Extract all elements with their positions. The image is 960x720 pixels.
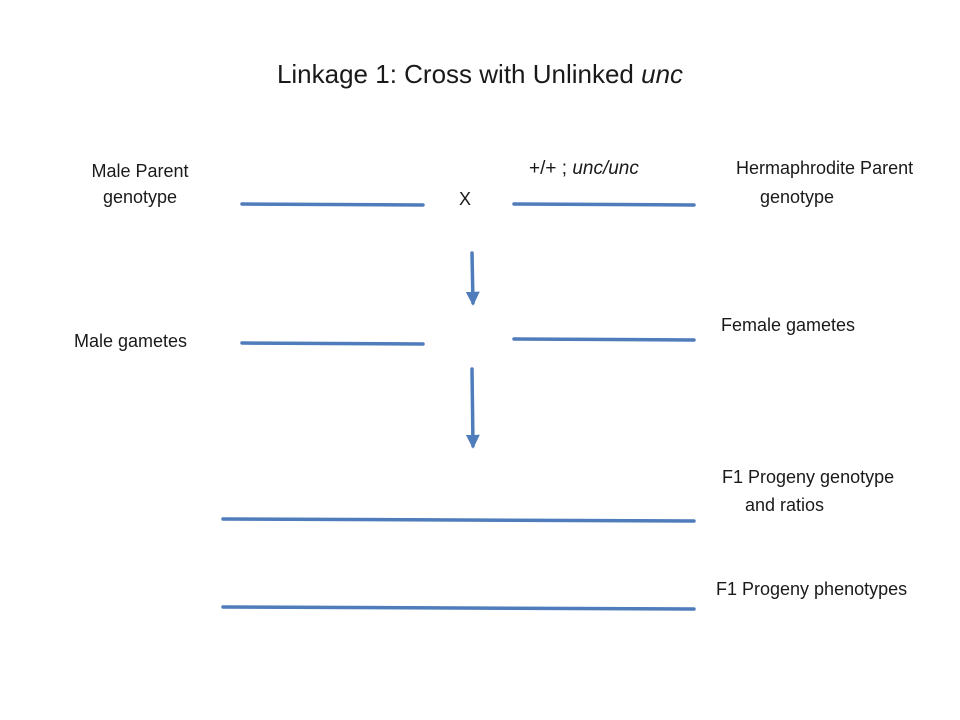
male-gametes-blank-line bbox=[240, 341, 425, 346]
f1-phenotype-blank-line bbox=[221, 605, 696, 611]
male-gametes-label: Male gametes bbox=[74, 331, 188, 351]
f1-phenotypes-label: F1 Progeny phenotypes bbox=[716, 579, 908, 599]
f1-genotype-blank-line bbox=[221, 517, 696, 523]
hermaphrodite-parent-label-line2: genotype bbox=[760, 187, 835, 207]
hermaphrodite-genotype: +/+ ; unc/unc bbox=[529, 155, 639, 183]
female-gametes-blank-line bbox=[512, 337, 696, 342]
f1-genotype-label-line1: F1 Progeny genotype bbox=[722, 467, 895, 487]
arrow-down-icon bbox=[465, 251, 480, 306]
slide-title: Linkage 1: Cross with Unlinked unc bbox=[0, 56, 960, 92]
title-text: Linkage 1: Cross with Unlinked bbox=[276, 59, 642, 89]
hermaphrodite-parent-blank-line bbox=[512, 202, 696, 207]
hermaphrodite-parent-label-line1: Hermaphrodite Parent bbox=[736, 158, 914, 178]
genotype-plain: +/+ ; bbox=[529, 158, 573, 179]
title-gene-name: unc bbox=[641, 59, 684, 89]
female-gametes-label: Female gametes bbox=[721, 315, 856, 335]
male-parent-label-line2: genotype bbox=[102, 187, 178, 207]
f1-genotype-label-line2: and ratios bbox=[745, 495, 825, 515]
arrow-down-icon bbox=[465, 367, 480, 449]
male-parent-blank-line bbox=[240, 202, 425, 207]
cross-symbol: X bbox=[459, 189, 472, 209]
male-parent-label: Male Parent genotype bbox=[62, 158, 218, 210]
male-parent-label-line1: Male Parent bbox=[91, 161, 189, 181]
genotype-italic: unc/unc bbox=[572, 158, 639, 179]
